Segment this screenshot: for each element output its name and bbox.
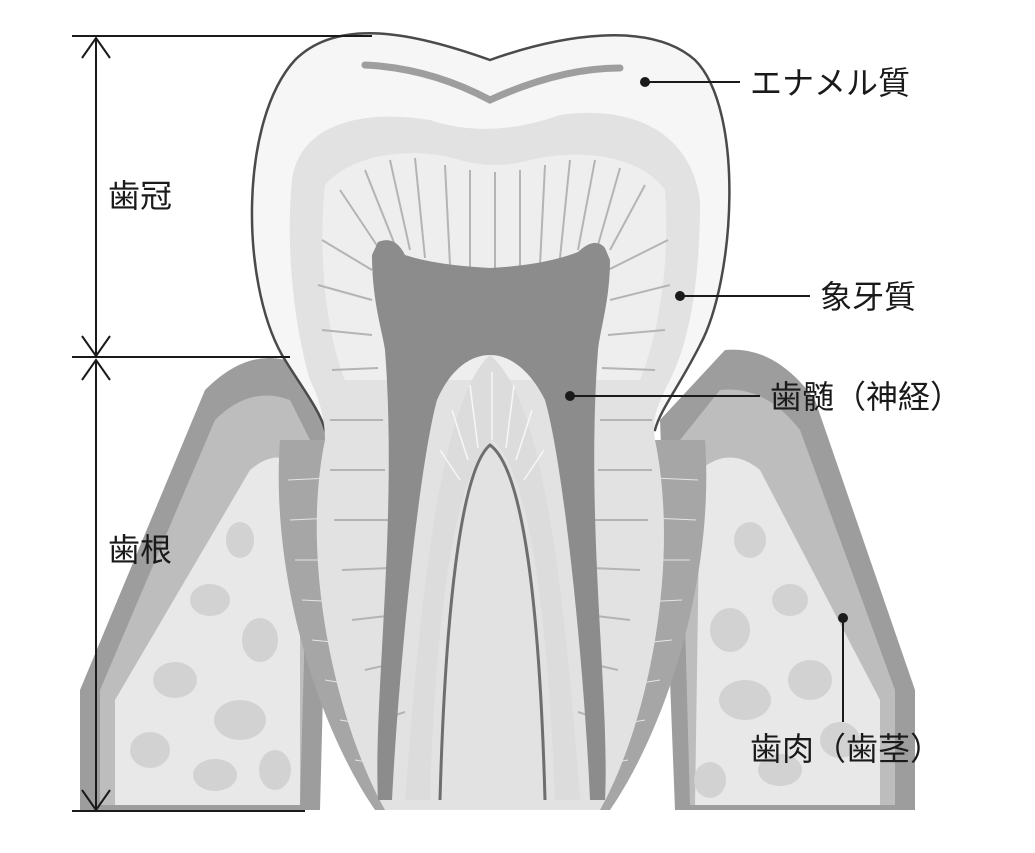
label-root: 歯根	[108, 531, 172, 569]
root-canal	[438, 443, 547, 801]
label-dentin: 象牙質	[820, 278, 916, 316]
inter-root-dentin	[405, 355, 580, 800]
leader-lines	[570, 81, 844, 722]
leader-dots	[565, 77, 848, 623]
dimension-lines	[72, 35, 372, 812]
label-pulp: 歯髄（神経）	[770, 378, 962, 416]
label-crown: 歯冠	[108, 177, 172, 215]
pulp-chamber	[372, 240, 610, 800]
label-gum: 歯肉（歯茎）	[750, 730, 942, 768]
label-enamel: エナメル質	[750, 64, 910, 102]
dentin	[289, 112, 700, 810]
